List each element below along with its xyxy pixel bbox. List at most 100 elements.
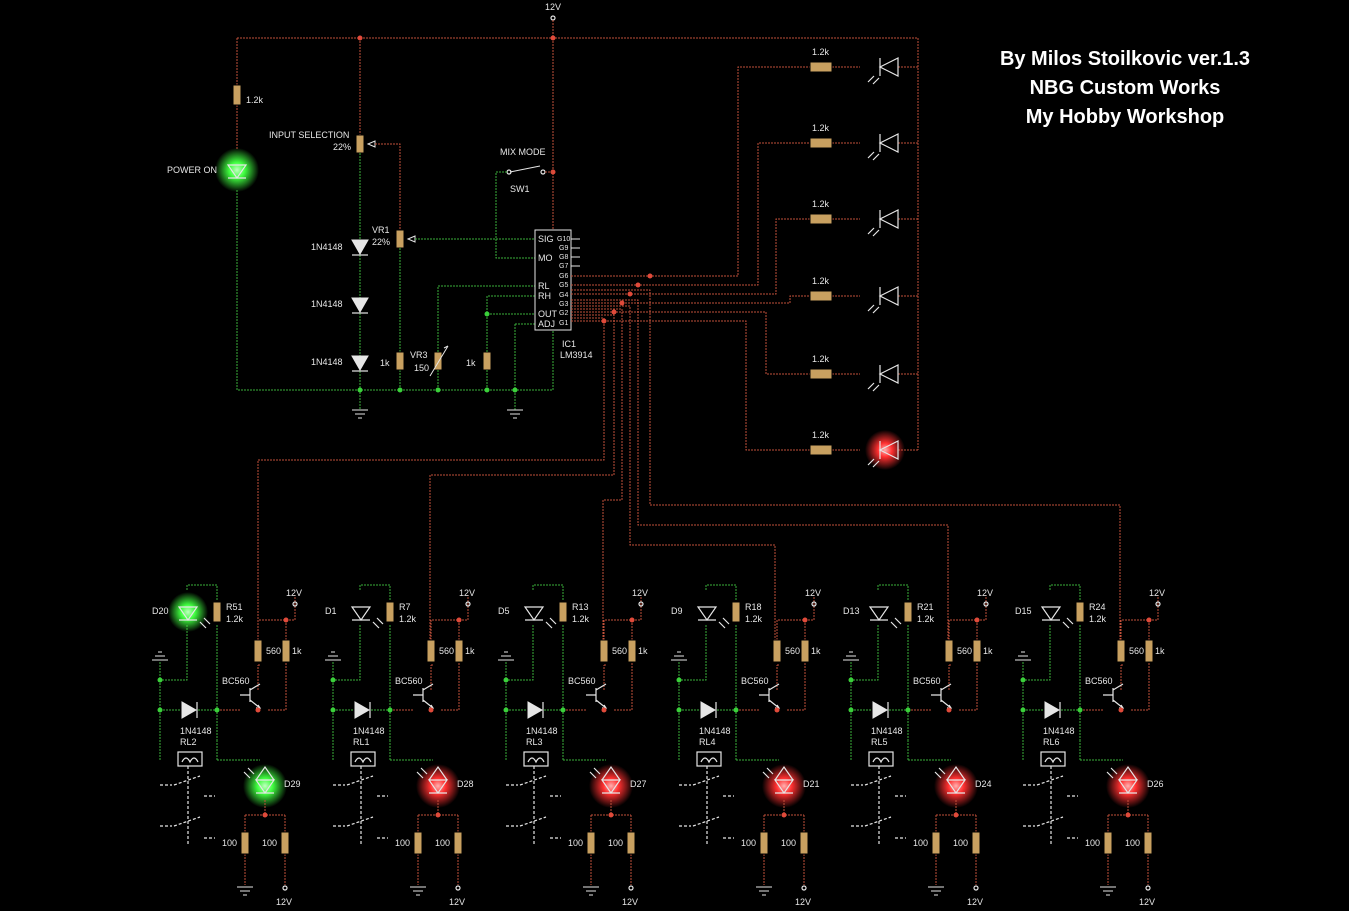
resistor-1k: [1144, 639, 1154, 663]
indicator-led: [696, 606, 718, 622]
output-led-glow: [416, 764, 460, 808]
relay-contacts: [851, 766, 906, 845]
resistor-100-b: [799, 831, 809, 855]
ground-symbol-2: [507, 409, 523, 419]
channel-drive-local-wires: [736, 595, 815, 711]
flyback-diode-label: 1N4148: [871, 726, 903, 736]
output-supply-label: 12V: [967, 897, 983, 907]
ground-rail: [236, 190, 554, 391]
output-led-glow: [243, 764, 287, 808]
transistor-label: BC560: [222, 676, 250, 686]
resistor-1k-label: 1k: [811, 646, 821, 656]
output-led: [600, 765, 622, 795]
channel-resistor-value: 1.2k: [399, 614, 417, 624]
credit-line-3: My Hobby Workshop: [1026, 106, 1225, 128]
led-bar-item: 1.2k: [809, 199, 899, 237]
rh-out-wire: [486, 295, 535, 410]
credit-line-1: By Milos Stoilkovic ver.1.3: [1000, 48, 1250, 70]
resistor-100-a: [1103, 831, 1113, 855]
resistor-560-label: 560: [785, 646, 800, 656]
output-led: [945, 765, 967, 795]
transistor-bc560: [240, 683, 262, 709]
transistor-label: BC560: [1085, 676, 1113, 686]
output-ground-symbol: [756, 886, 772, 896]
led-bar-led: [878, 57, 899, 77]
output-led-label: D26: [1147, 779, 1164, 789]
indicator-led-glow: [168, 592, 208, 632]
channel-resistor: [1075, 601, 1085, 623]
resistor-560-label: 560: [1129, 646, 1144, 656]
resistor-560: [772, 639, 782, 663]
ic-pin-sig: SIG: [538, 234, 554, 244]
transistor-bc560: [931, 683, 953, 709]
led-bar-resistor-label: 1.2k: [812, 430, 830, 440]
channel-supply-label: 12V: [1149, 588, 1165, 598]
relay-coil: [868, 751, 894, 767]
r-1k-a-label: 1k: [380, 358, 390, 368]
input-wiper-wire: [375, 143, 401, 230]
power-led-glow: [215, 148, 259, 192]
led-light-arrows: [867, 304, 880, 314]
led-bar-led: [878, 286, 899, 306]
channel-supply-label: 12V: [805, 588, 821, 598]
output-led-label: D29: [284, 779, 301, 789]
relay-label: RL3: [526, 737, 543, 747]
output-led: [254, 765, 276, 795]
input-selection-label: INPUT SELECTION: [269, 130, 349, 140]
ic-pin-g8: G8: [559, 254, 568, 261]
indicator-led: [868, 606, 890, 622]
r-1k-a: [395, 351, 405, 371]
resistor-100-b-label: 100: [435, 838, 450, 848]
led-bar-resistor: [809, 368, 833, 380]
supply-label-top: 12V: [545, 2, 561, 12]
ground-symbol: [152, 651, 168, 661]
channel-resistor: [731, 601, 741, 623]
channel-resistor-name: R7: [399, 602, 411, 612]
led-bar-resistor: [809, 213, 833, 225]
ic-pin-g6: G6: [559, 273, 568, 280]
ic-pin-g7: G7: [559, 263, 568, 270]
flyback-diode-label: 1N4148: [180, 726, 212, 736]
power-resistor-label: 1.2k: [246, 95, 264, 105]
led-bar-resistor-label: 1.2k: [812, 199, 830, 209]
output-light-arrows: [1106, 767, 1118, 779]
channel-resistor-value: 1.2k: [745, 614, 763, 624]
resistor-100-b: [280, 831, 290, 855]
relay-label: RL4: [699, 737, 716, 747]
indicator-label: D20: [152, 606, 169, 616]
output-ground-symbol: [1100, 886, 1116, 896]
output-led-glow: [762, 764, 806, 808]
resistor-100-a: [931, 831, 941, 855]
vr3-label: VR3: [410, 350, 428, 360]
output-light-arrows: [589, 767, 601, 779]
channel-resistor-name: R24: [1089, 602, 1106, 612]
transistor-label: BC560: [913, 676, 941, 686]
output-light-arrows: [416, 767, 428, 779]
channel-supply-label: 12V: [977, 588, 993, 598]
ic-pin-g3: G3: [559, 301, 568, 308]
channel-supply-label: 12V: [286, 588, 302, 598]
resistor-560: [944, 639, 954, 663]
ground-symbol: [325, 651, 341, 661]
power-led-label: POWER ON: [167, 165, 217, 175]
ic1-name: IC1: [562, 339, 576, 349]
relay-contacts: [160, 766, 215, 845]
resistor-100-a: [240, 831, 250, 855]
resistor-1k-label: 1k: [292, 646, 302, 656]
indicator-light-arrows: [1062, 617, 1074, 629]
resistor-560: [599, 639, 609, 663]
indicator-led: [1040, 606, 1062, 622]
transistor-bc560: [1103, 683, 1125, 709]
power-led: [226, 164, 248, 180]
indicator-led: [177, 606, 199, 622]
indicator-light-arrows: [372, 617, 384, 629]
led-bar-stub-wires: [832, 66, 918, 451]
ground-symbol-1: [352, 409, 368, 419]
resistor-560-label: 560: [439, 646, 454, 656]
resistor-100-b-label: 100: [262, 838, 277, 848]
input-selection-pot: [355, 134, 365, 154]
resistor-100-a-label: 100: [913, 838, 928, 848]
vr3-value: 150: [414, 363, 429, 373]
